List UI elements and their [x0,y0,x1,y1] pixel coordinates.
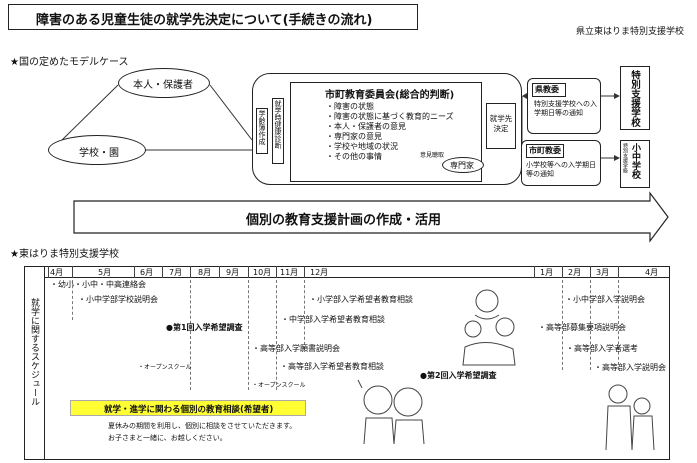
page-title: 障害のある児童生徒の就学先決定について(手続きの流れ) [36,13,373,28]
school-node-label: 学校・園 [79,148,119,159]
schedule-event: ・高等部入学説明会 [594,363,666,372]
schedule-event: ・小学部入学希望者教育相談 [309,295,413,304]
month-separator [534,266,535,278]
decision-box [486,103,516,149]
month-label: 4月 [645,268,659,277]
month-separator [219,266,220,278]
schedule-event: ・高等部募集要項説明会 [538,323,626,332]
month-separator [590,266,591,278]
city-board-box [526,144,564,158]
month-label: 3月 [596,268,610,277]
register-box [256,108,268,154]
elem-junior-box [620,140,650,188]
health-check-label: 就学時健康診断 [274,100,282,149]
month-separator [134,266,135,278]
special-school-label: 特別支援学校 [629,70,640,127]
schedule-event: ●第2回入学希望調査 [420,371,497,380]
city-board-label: 市町教委 [529,146,561,155]
register-label: 学齢簿作成 [258,110,266,145]
schedule-heading: ★東はりま特別支援学校 [10,249,119,260]
month-label: 4月 [50,268,64,277]
schedule-event: ●第1回入学希望調査 [166,323,243,332]
month-label: 5月 [98,268,112,277]
family-illustration [605,384,655,451]
school-name: 県立東はりま特別支援学校 [576,27,685,37]
month-separator [276,266,277,278]
consultation-banner [70,400,306,416]
children-illustration [462,289,516,366]
month-label: 1月 [540,268,554,277]
guardian-label: 本人・保護者 [133,80,193,91]
timeline-dash [276,280,277,390]
schedule-event: ・小中学部学校説明会 [78,295,158,304]
timeline-dash [72,280,73,320]
timeline-dash [590,280,591,370]
schedule-event: ・中学部入学希望者教育相談 [281,315,385,324]
committee-item: ・専門家の意見 [326,132,382,141]
header-title-box [8,4,418,30]
timeline-dash [190,280,191,390]
schedule-side-label: 就学に関するスケジュール [29,298,39,406]
health-check-box [272,98,284,164]
timeline-dash [562,280,563,370]
schedule-event: ・オープンスクール [252,382,306,389]
consultation-title: 就学・進学に関わる個別の教育相談(希望者) [104,405,274,415]
pref-board-label: 県教委 [535,85,559,94]
timeline-dash [618,280,619,370]
pref-board-note: 特別支援学校への入学期日等の通知 [534,100,597,117]
consultation-note: 夏休みの期間を利用し、個別に相談をさせていただきます。 [108,422,297,430]
boys-illustration [357,379,425,445]
schedule-event: ・高等部入学願書説明会 [252,344,340,353]
month-separator [618,266,619,278]
school-node [48,135,146,165]
special-school-box [620,66,650,130]
committee-item: ・学校や地域の状況 [326,142,398,151]
committee-item: ・障害の状態に基づく教育的ニーズ [326,112,454,121]
month-label: 11月 [280,268,299,277]
schedule-event: ・オープンスクール [138,364,192,371]
decision-label: 就学先決定 [489,114,513,133]
month-label: 12月 [310,268,329,277]
committee-item: ・障害の状態 [326,102,374,111]
schedule-event: ・高等部入学希望者教育相談 [280,362,384,371]
month-header-rule [44,277,670,278]
city-board-note: 小学校等への入学期日等の通知 [526,161,596,178]
month-label: 8月 [198,268,212,277]
support-plan-label: 個別の教育支援計画の作成・活用 [246,213,442,228]
schedule-side-divider [44,266,45,460]
pref-board-box [532,83,566,97]
committee-item: ・その他の事情 [326,152,382,161]
month-separator [48,266,49,278]
expert-label: 専門家 [450,161,474,170]
month-label: 9月 [226,268,240,277]
committee-title: 市町教育委員会(総合的判断) [325,90,455,101]
month-separator [562,266,563,278]
expert-note: 意見聴取 [420,152,445,159]
consultation-note: お子さまと一緒に、お越しください。 [108,434,227,442]
timeline-dash [304,280,305,350]
month-label: 7月 [169,268,183,277]
month-label: 2月 [568,268,582,277]
month-separator [190,266,191,278]
guardian-node [118,68,210,98]
elem-junior-sublabel: 特別支援学級 [622,143,628,173]
month-separator [72,266,73,278]
month-separator [248,266,249,278]
month-separator [162,266,163,278]
expert-node [442,157,484,173]
schedule-event: ・小中学部入学説明会 [565,295,645,304]
schedule-event: ・幼小・小中・中高連絡会 [50,280,146,289]
schedule-event: ・高等部入学者選考 [566,344,638,353]
month-label: 10月 [253,268,272,277]
month-label: 6月 [140,268,154,277]
month-separator [304,266,305,278]
model-heading: ★国の定めたモデルケース [10,57,129,68]
elem-junior-label: 小中学校 [630,143,640,179]
committee-item: ・本人・保護者の意見 [326,122,406,131]
timeline-dash [248,280,249,390]
